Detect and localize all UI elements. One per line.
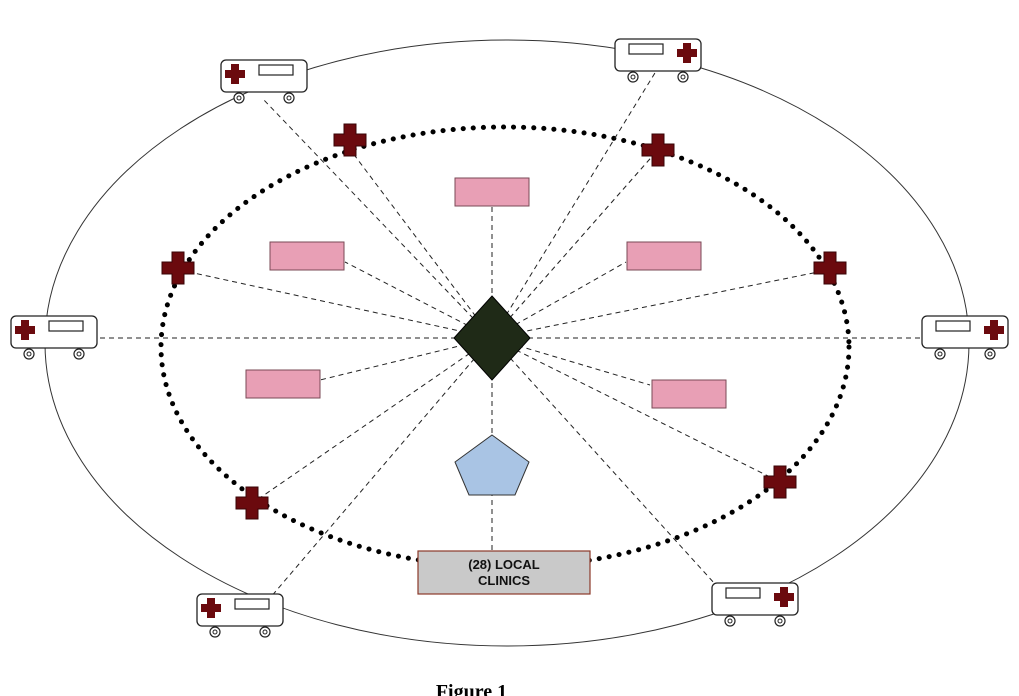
diamond-hub-icon bbox=[453, 295, 531, 381]
ambulance-icon bbox=[196, 593, 284, 638]
red-cross-icon bbox=[235, 486, 269, 520]
pink-box-upper-left bbox=[269, 241, 345, 271]
red-cross-icon bbox=[641, 133, 675, 167]
pink-box-upper-right bbox=[626, 241, 702, 271]
pink-box-top bbox=[454, 177, 530, 207]
ambulance-icon bbox=[10, 315, 98, 360]
ambulances bbox=[10, 38, 1009, 638]
red-cross-icon bbox=[333, 123, 367, 157]
pentagon-icon bbox=[454, 434, 530, 496]
spokes bbox=[100, 67, 920, 599]
ambulance-icon bbox=[220, 59, 308, 104]
clinic-ring bbox=[158, 124, 852, 570]
ambulance-icon bbox=[921, 315, 1009, 360]
figure-caption: Figure 1 bbox=[400, 678, 543, 696]
pink-box-lower-left bbox=[245, 369, 321, 399]
ambulance-icon bbox=[711, 582, 799, 627]
pink-boxes bbox=[245, 177, 727, 409]
pink-box-lower-right bbox=[651, 379, 727, 409]
ambulance-icon bbox=[614, 38, 702, 83]
red-cross-icon bbox=[161, 251, 195, 285]
